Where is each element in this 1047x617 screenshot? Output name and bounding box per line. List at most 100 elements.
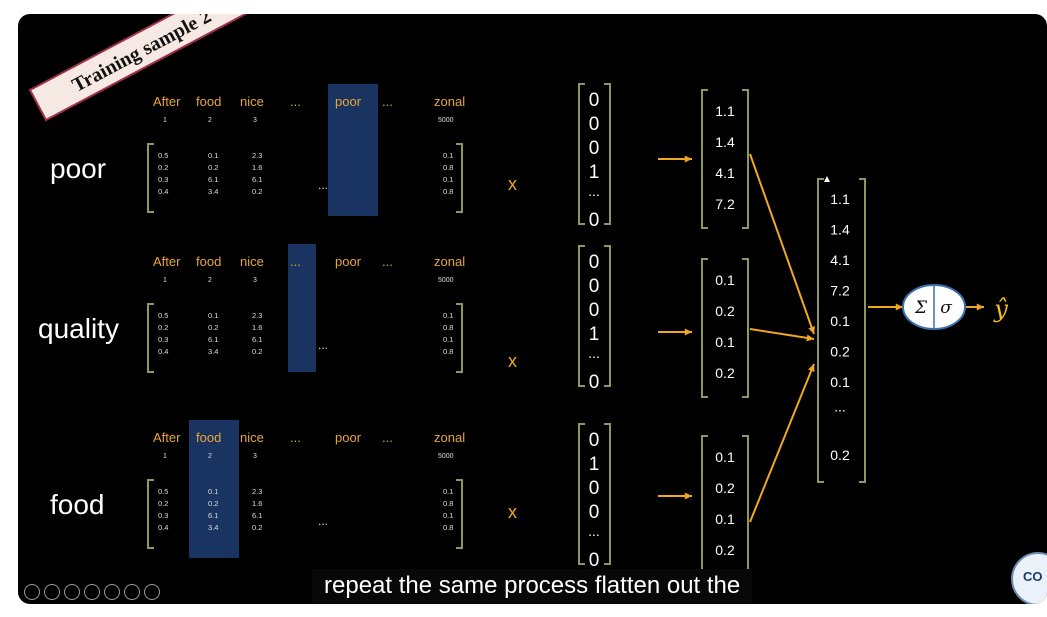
vec-bracket-right-1: [742, 258, 749, 398]
emb-value-2-1-3: 3.4: [208, 523, 218, 532]
emb-value-0-0-3: 0.4: [158, 187, 168, 196]
vec-bracket-left-0: [701, 89, 708, 229]
onehot-value-1-4: ...: [588, 345, 600, 361]
emb-value-2-1-2: 6.1: [208, 511, 218, 520]
emb-ellipsis-1: ...: [318, 338, 328, 352]
onehot-value-0-4: ...: [588, 183, 600, 199]
vec-value-0-3: 7.2: [715, 196, 735, 212]
subtitle-caption: repeat the same process flatten out the: [312, 569, 753, 603]
vocab-header-2-1: food: [196, 430, 221, 445]
flat-value-4: 0.1: [830, 313, 850, 329]
next-slide-icon[interactable]: [44, 584, 60, 600]
emb-value-2-3-0: 0.1: [443, 487, 453, 496]
emb-value-1-1-3: 3.4: [208, 347, 218, 356]
vocab-header-0-2: nice: [240, 94, 264, 109]
emb-value-2-1-0: 0.1: [208, 487, 218, 496]
emb-value-2-0-1: 0.2: [158, 499, 168, 508]
cursor-icon: [824, 176, 830, 182]
emb-bracket-left-1: [147, 303, 154, 373]
neuron-sum-symbol: Σ: [914, 298, 928, 318]
vocab-index-1-2: 3: [253, 277, 257, 284]
emb-value-2-2-1: 1.6: [252, 499, 262, 508]
emb-value-0-0-1: 0.2: [158, 163, 168, 172]
highlight-column-0: [328, 84, 378, 216]
emb-value-1-3-3: 0.8: [443, 347, 453, 356]
times-sign-1: x: [508, 351, 517, 371]
output-yhat: ŷ: [993, 295, 1008, 323]
vec-value-1-1: 0.2: [715, 303, 735, 319]
zoom-icon[interactable]: [104, 584, 120, 600]
flat-value-0: 1.1: [830, 191, 850, 207]
emb-value-2-3-1: 0.8: [443, 499, 453, 508]
times-sign-2: x: [508, 502, 517, 522]
flat-value-3: 7.2: [830, 283, 850, 299]
onehot-value-1-2: 0: [589, 300, 600, 321]
vec-value-1-3: 0.2: [715, 365, 735, 381]
emb-value-0-3-0: 0.1: [443, 151, 453, 160]
emb-value-0-0-0: 0.5: [158, 151, 168, 160]
emb-value-1-2-3: 0.2: [252, 347, 262, 356]
emb-value-2-2-0: 2.3: [252, 487, 262, 496]
highlight-column-1: [288, 244, 316, 372]
emb-value-2-2-2: 6.1: [252, 511, 262, 520]
vocab-header-0-5: ...: [382, 94, 393, 109]
vec-arrow-0-head: [684, 155, 692, 163]
vec-value-0-0: 1.1: [715, 103, 735, 119]
emb-value-1-3-0: 0.1: [443, 311, 453, 320]
flat-value-5: 0.2: [830, 344, 850, 360]
emb-value-1-0-1: 0.2: [158, 323, 168, 332]
vec-value-2-2: 0.1: [715, 511, 735, 527]
vocab-index-0-2: 3: [253, 117, 257, 124]
vocab-header-2-5: ...: [382, 430, 393, 445]
vocab-index-2-0: 1: [163, 453, 167, 460]
onehot-value-2-1: 1: [589, 454, 600, 475]
times-sign-0: x: [508, 174, 517, 194]
converge-arrow-1-head: [806, 334, 814, 342]
prev-slide-icon[interactable]: [24, 584, 40, 600]
word-label-2: food: [50, 489, 105, 520]
emb-value-1-0-3: 0.4: [158, 347, 168, 356]
vec-value-1-2: 0.1: [715, 334, 735, 350]
slides-icon[interactable]: [84, 584, 100, 600]
subtitles-icon[interactable]: [124, 584, 140, 600]
vocab-index-1-0: 1: [163, 277, 167, 284]
emb-value-1-2-0: 2.3: [252, 311, 262, 320]
vec-value-2-1: 0.2: [715, 480, 735, 496]
vocab-index-2-1: 2: [208, 453, 212, 460]
vec-arrow-2-head: [684, 492, 692, 500]
emb-value-0-1-1: 0.2: [208, 163, 218, 172]
more-icon[interactable]: [144, 584, 160, 600]
onehot-value-0-1: 0: [589, 114, 600, 135]
pen-icon[interactable]: [64, 584, 80, 600]
vocab-header-1-1: food: [196, 254, 221, 269]
emb-value-0-2-0: 2.3: [252, 151, 262, 160]
vocab-header-1-6: zonal: [434, 254, 465, 269]
neuron-sigma-symbol: σ: [940, 298, 952, 318]
vocab-index-0-0: 1: [163, 117, 167, 124]
emb-value-0-2-1: 1.6: [252, 163, 262, 172]
onehot-value-1-1: 0: [589, 276, 600, 297]
emb-value-0-1-0: 0.1: [208, 151, 218, 160]
emb-value-0-1-3: 3.4: [208, 187, 218, 196]
emb-value-2-1-1: 0.2: [208, 499, 218, 508]
emb-value-1-3-1: 0.8: [443, 323, 453, 332]
vocab-header-0-1: food: [196, 94, 221, 109]
emb-bracket-right-1: [456, 303, 463, 373]
slideshow-controls[interactable]: [24, 584, 160, 600]
emb-value-1-2-1: 1.6: [252, 323, 262, 332]
emb-value-0-3-1: 0.8: [443, 163, 453, 172]
onehot-bracket-left-2: [578, 423, 585, 565]
emb-ellipsis-0: ...: [318, 178, 328, 192]
vocab-index-2-2: 3: [253, 453, 257, 460]
converge-arrow-0: [749, 153, 815, 335]
vocab-index-2-3: 5000: [438, 453, 454, 460]
onehot-bracket-right-0: [604, 83, 611, 225]
emb-value-2-3-3: 0.8: [443, 523, 453, 532]
flat-value-7: ...: [834, 399, 846, 415]
banner-text: Training sample 2: [69, 14, 215, 97]
word-label-1: quality: [38, 313, 119, 344]
emb-value-1-0-0: 0.5: [158, 311, 168, 320]
emb-value-1-1-0: 0.1: [208, 311, 218, 320]
emb-value-2-2-3: 0.2: [252, 523, 262, 532]
